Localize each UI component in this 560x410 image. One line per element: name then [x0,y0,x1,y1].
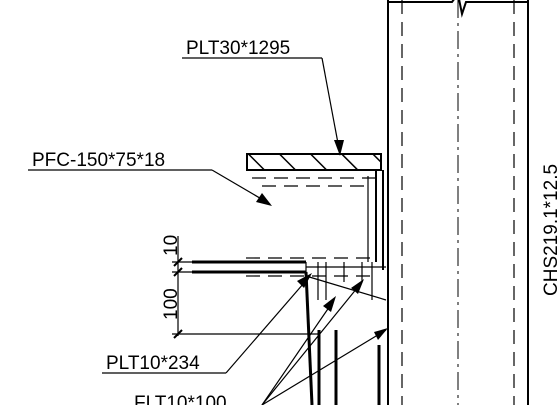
plt30-plate [246,153,382,187]
fin-plate [304,271,381,405]
label-chs: CHS219.1*12.5 [541,164,560,296]
label-plt10-234: PLT10*234 [106,353,200,374]
label-pfc: PFC-150*75*18 [32,150,165,171]
label-flt10-100: FLT10*100 [134,393,227,405]
chs-column [387,0,529,405]
pfc-channel [367,170,384,270]
plt10-plate [192,257,387,301]
label-dim-10: 10 [161,235,182,256]
label-dim-100: 100 [161,288,182,320]
label-plt30: PLT30*1295 [186,38,290,59]
leader-lines [28,57,388,405]
dimension-lines [172,236,318,339]
